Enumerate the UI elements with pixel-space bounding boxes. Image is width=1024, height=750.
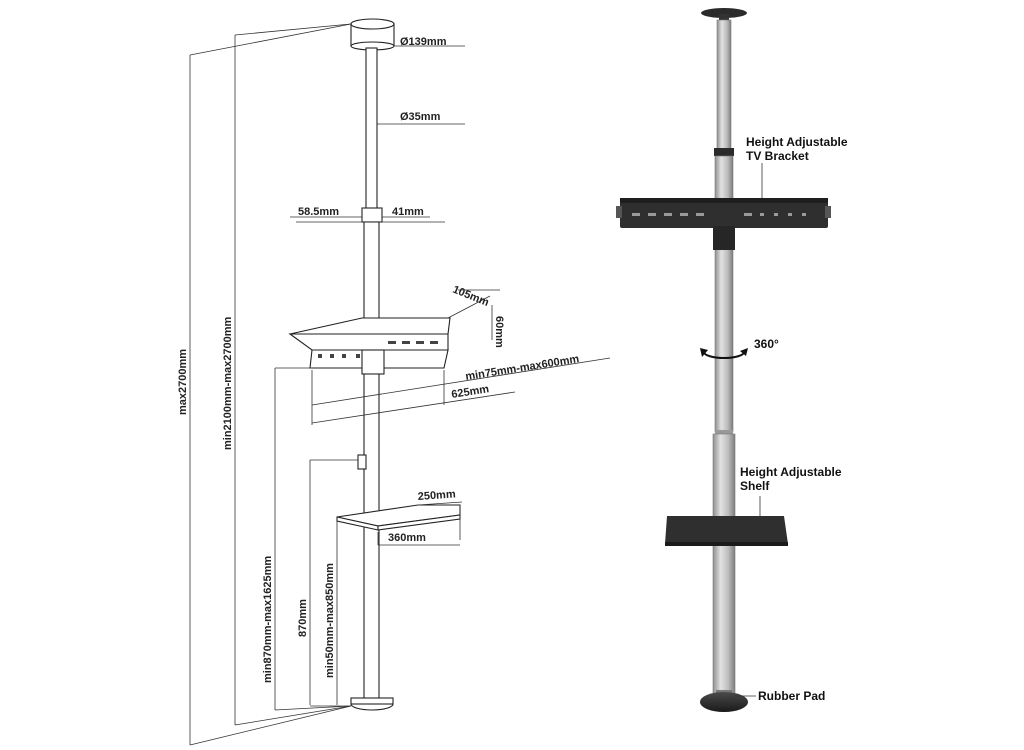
dim-collar-left: 58.5mm (298, 206, 339, 218)
callout-rubber-pad: Rubber Pad (758, 689, 825, 703)
render-middle-pole (714, 155, 734, 433)
dim-pole-diameter: Ø35mm (400, 111, 441, 123)
dimension-lines (189, 23, 611, 746)
callout-rotation: 360° (754, 337, 779, 351)
render-upper-pole (716, 19, 732, 153)
rotation-arrow-icon (700, 348, 748, 359)
callout-tv-bracket-line1: Height Adjustable (746, 135, 848, 149)
render-lower-pole (712, 433, 736, 697)
dim-shelf-height-range: min50mm-max850mm (324, 563, 336, 678)
drawing-collar (361, 207, 383, 223)
drawing-clamp (357, 454, 367, 470)
dim-vesa-range: min75mm-max600mm (465, 353, 581, 383)
product-render: Height Adjustable TV Bracket 360° Height… (616, 8, 848, 712)
callout-lines (734, 163, 763, 697)
render-collar (714, 148, 734, 156)
drawing-shelf (336, 504, 461, 531)
dim-total-height: max2700mm (177, 349, 189, 415)
dim-bracket-height-range: min870mm-max1625mm (262, 556, 274, 683)
render-rubber-pad (700, 690, 748, 712)
dim-shelf-width: 360mm (388, 532, 426, 544)
drawing-tv-bracket (288, 317, 451, 375)
callout-shelf-line2: Shelf (740, 479, 770, 493)
callout-shelf-line1: Height Adjustable (740, 465, 842, 479)
dim-collar-right: 41mm (392, 206, 424, 218)
drawing-base-plate (350, 697, 394, 711)
dim-shelf-depth: 250mm (417, 488, 456, 503)
dim-bracket-height: 60mm (493, 316, 505, 348)
dim-bracket-width: 625mm (451, 383, 491, 401)
callout-tv-bracket-line2: TV Bracket (746, 149, 809, 163)
technical-drawing: Ø139mm Ø35mm 58.5mm 41mm 105mm 60mm min7… (177, 18, 611, 746)
drawing-top-plate (350, 18, 395, 51)
render-tv-bracket (616, 198, 831, 250)
render-joint (715, 430, 733, 434)
render-shelf (665, 516, 788, 546)
dim-top-plate: Ø139mm (400, 36, 447, 48)
dim-pole-range: min2100mm-max2700mm (222, 316, 234, 450)
dim-bracket-depth: 105mm (451, 284, 491, 309)
render-top-plate (701, 8, 747, 22)
drawing-upper-pole (365, 47, 378, 211)
dim-bracket-min-height: 870mm (297, 599, 309, 637)
